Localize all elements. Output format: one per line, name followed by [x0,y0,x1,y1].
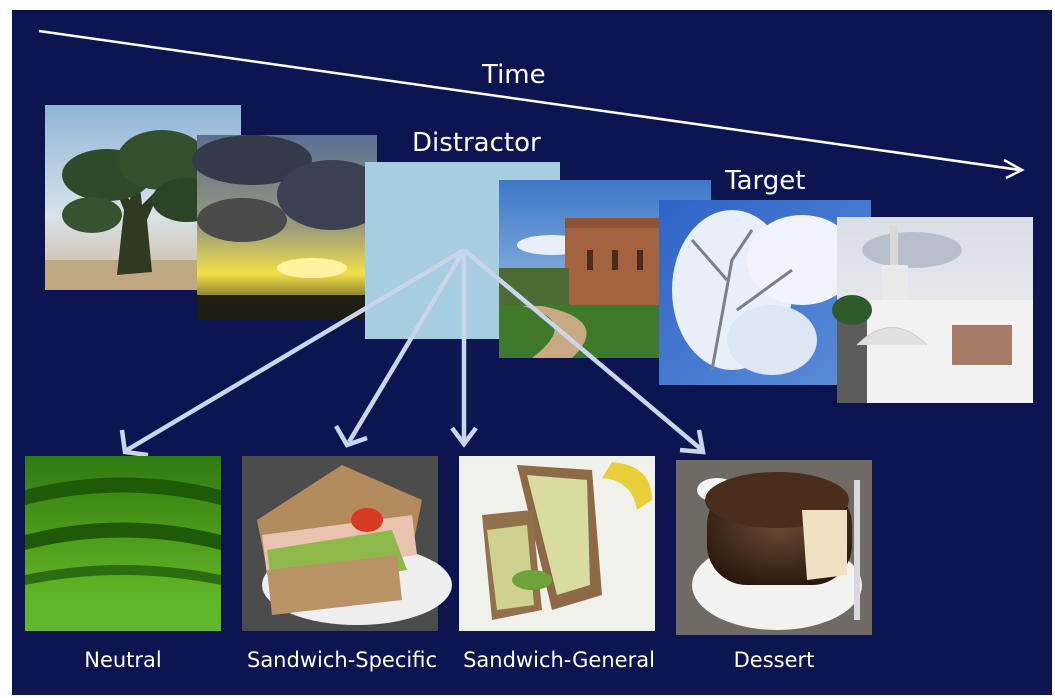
distractor-label: Distractor [412,128,541,158]
diagram-panel: Time Distractor Target Neutral Sandwich-… [12,10,1052,695]
category-label-dessert: Dessert [733,648,815,672]
image-monument [832,217,1033,403]
time-label: Time [482,60,546,90]
category-label-sandwich-specific: Sandwich-Specific [246,648,437,672]
image-sandwich-specific [242,456,452,631]
time-arrow [38,29,1025,180]
target-label: Target [725,166,806,196]
image-sunset-clouds [192,135,387,320]
image-dessert [676,460,872,635]
branch-arrows [119,248,706,458]
category-label-neutral: Neutral [84,648,162,672]
image-snowy-tree [659,200,871,385]
diagram-canvas [25,29,1033,635]
image-sandwich-general [459,456,655,631]
image-neutral [25,456,221,631]
category-label-sandwich-general: Sandwich-General [463,648,655,672]
